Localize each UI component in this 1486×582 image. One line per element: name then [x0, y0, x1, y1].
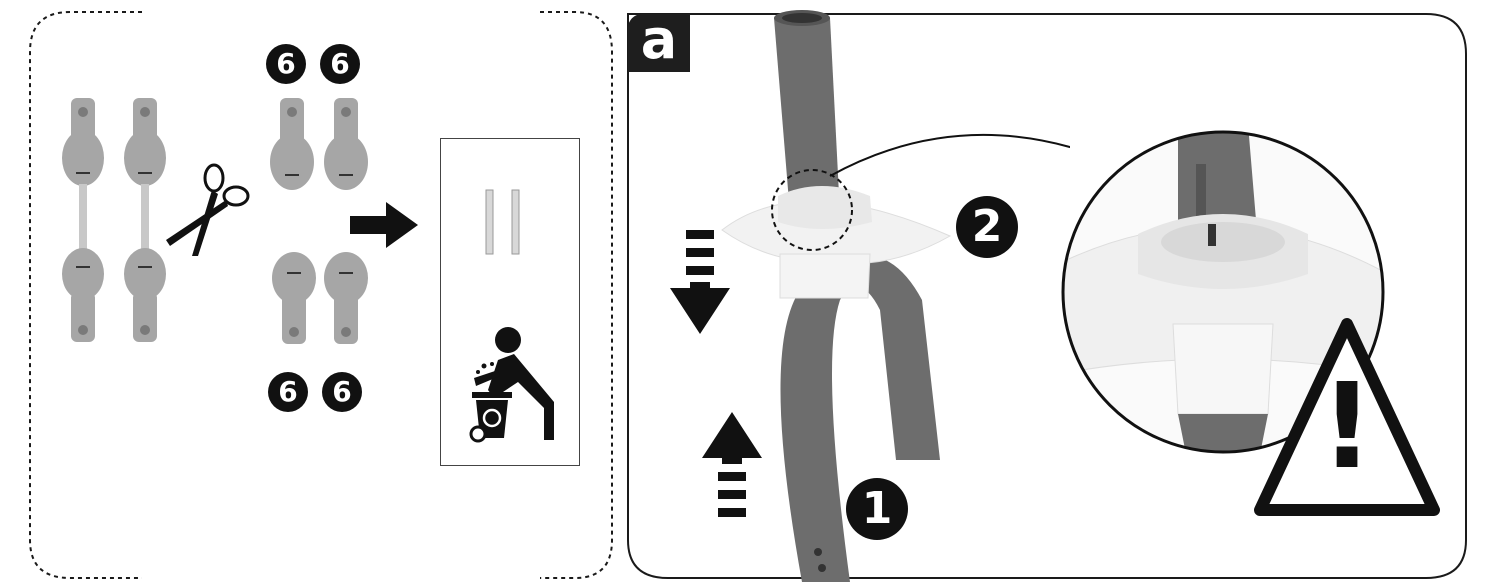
step-panel-frame [627, 13, 1467, 579]
separated-part-top-2 [324, 98, 368, 190]
separated-part-top-1 [270, 98, 314, 190]
left-panel-frame [29, 11, 613, 579]
trash-disposal-icon [469, 327, 554, 443]
arrow-down-icon [670, 230, 730, 334]
arrow-right-icon [350, 202, 418, 248]
count-label: 6 [322, 372, 362, 412]
connected-part-pair-1 [62, 98, 104, 342]
warning-triangle-icon [1254, 318, 1440, 516]
callout-1: 1 [846, 478, 908, 540]
separated-part-bottom-1 [272, 252, 316, 344]
scissors-icon [166, 163, 250, 256]
cut-connector-strips [485, 189, 520, 255]
step-label: a [628, 13, 690, 72]
waste-box [440, 138, 580, 466]
connected-part-pair-2 [124, 98, 166, 342]
separated-part-bottom-2 [324, 252, 368, 344]
warning-mark: ! [1320, 357, 1374, 495]
assembly-illustration [721, 10, 1070, 582]
arrow-up-icon [702, 412, 762, 517]
count-label: 6 [266, 44, 306, 84]
count-label: 6 [320, 44, 360, 84]
callout-2: 2 [956, 196, 1018, 258]
count-label: 6 [268, 372, 308, 412]
